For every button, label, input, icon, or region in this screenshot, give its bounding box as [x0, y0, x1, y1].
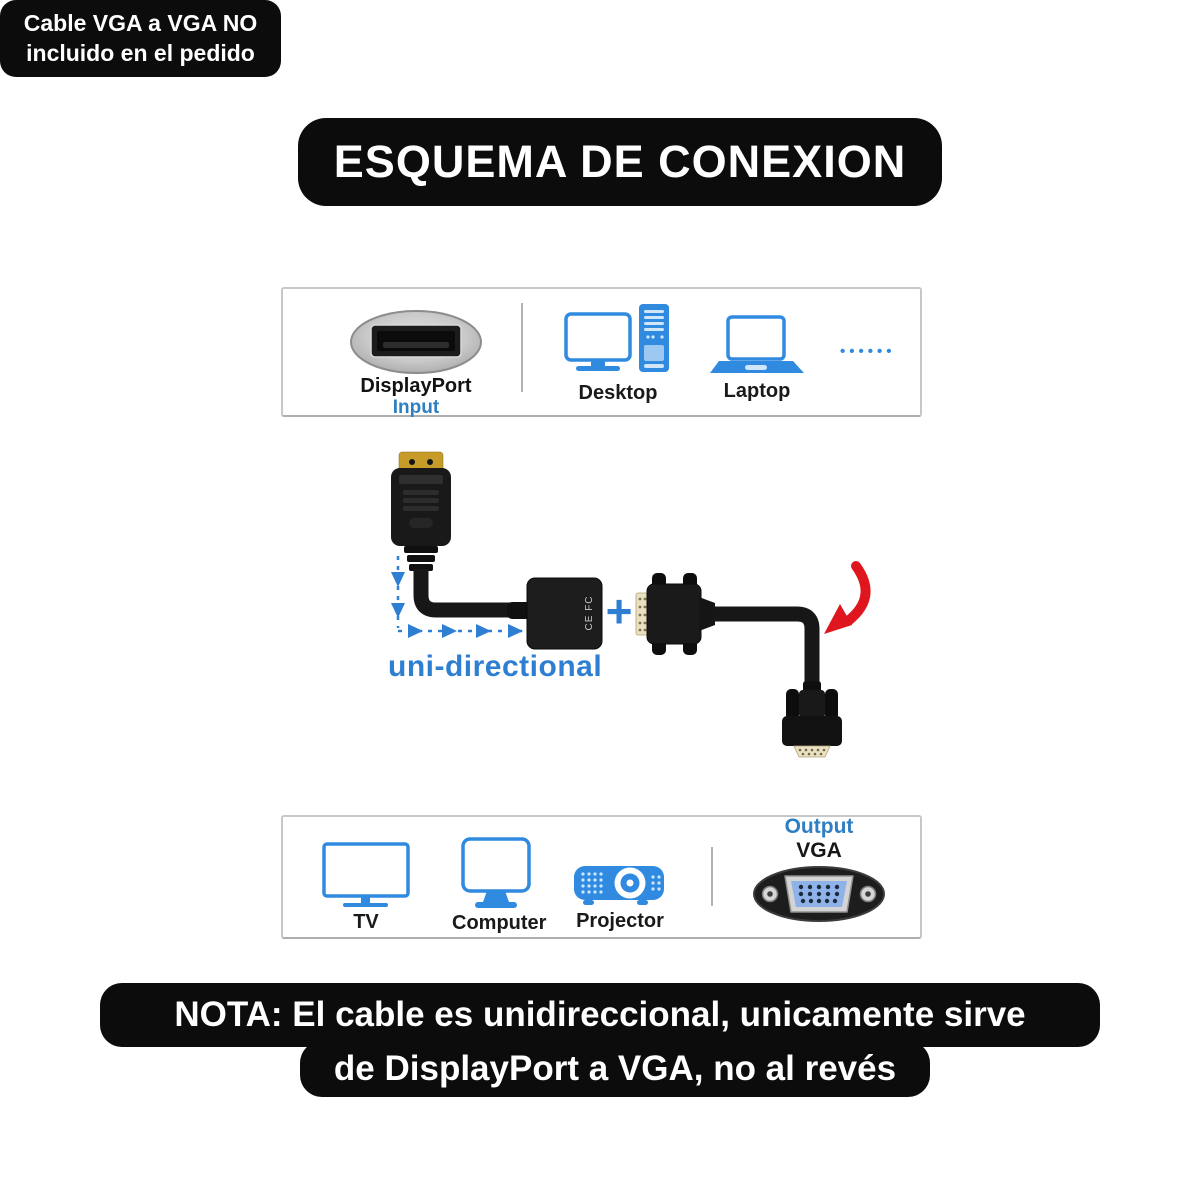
device-projector: Projector	[568, 861, 672, 931]
device-label: TV	[353, 911, 379, 933]
note-text-1: NOTA: El cable es unidireccional, unicam…	[174, 995, 1026, 1034]
note-text-2: de DisplayPort a VGA, no al revés	[333, 1049, 897, 1088]
displayport-label: DisplayPort	[360, 375, 472, 397]
input-label: Input	[392, 397, 440, 418]
tv-icon	[322, 842, 410, 907]
adapter-marking: CE FC	[584, 596, 595, 631]
projector-icon	[574, 866, 664, 905]
note-banner-line-1: NOTA: El cable es unidireccional, unicam…	[100, 983, 1100, 1047]
vga-male-connector	[635, 573, 820, 684]
title-banner: ESQUEMA DE CONEXION	[298, 118, 942, 206]
laptop-icon	[710, 315, 804, 373]
ellipsis-dots: ••••••	[840, 343, 896, 360]
output-label: Output	[784, 815, 854, 838]
device-label: Laptop	[723, 380, 791, 402]
red-arrow	[824, 561, 871, 634]
device-label: Desktop	[578, 382, 658, 404]
device-computer: Computer	[452, 836, 547, 934]
uni-directional-label: uni-directional	[388, 650, 603, 683]
displayport-male-connector	[391, 451, 529, 618]
displayport-input-group: DisplayPort Input	[348, 310, 484, 417]
device-tv: TV	[320, 842, 412, 932]
divider	[711, 847, 713, 906]
vga-label: VGA	[796, 839, 842, 862]
device-label: Computer	[452, 912, 547, 934]
divider	[521, 303, 523, 392]
note-banner-line-2: de DisplayPort a VGA, no al revés	[300, 1041, 930, 1097]
vga-cable-end-connector	[782, 681, 842, 758]
vga-adapter: CE FC	[507, 577, 603, 650]
computer-icon	[461, 837, 531, 908]
desktop-icon	[564, 304, 669, 372]
page-title: ESQUEMA DE CONEXION	[333, 136, 907, 187]
dashed-direction-arrows	[391, 556, 523, 638]
plus-sign: +	[605, 585, 633, 637]
device-label: Projector	[576, 910, 664, 932]
displayport-port-icon	[350, 310, 482, 374]
device-desktop: Desktop	[560, 301, 676, 403]
vga-output-group: Output VGA	[744, 816, 894, 922]
vga-cable-callout: Cable VGA a VGA NO incluido en el pedido	[0, 0, 281, 77]
device-laptop: Laptop	[704, 315, 810, 401]
vga-port-icon	[753, 866, 885, 922]
callout-line-2: incluido en el pedido	[26, 39, 255, 66]
callout-line-1: Cable VGA a VGA NO	[23, 9, 258, 36]
